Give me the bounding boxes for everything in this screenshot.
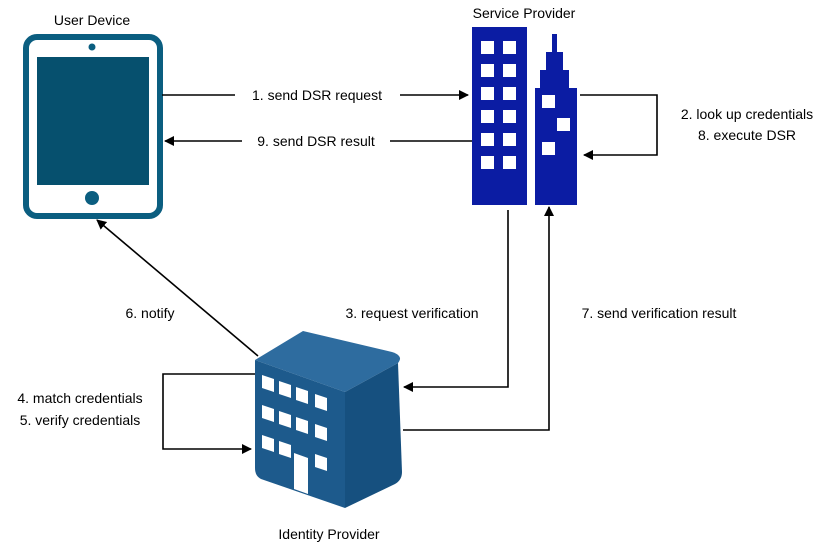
identity-provider-label: Identity Provider: [278, 526, 379, 542]
edge-label-notify: 6. notify: [125, 305, 174, 321]
identity-provider-node: Identity Provider: [255, 331, 402, 542]
user-device-node: User Device: [23, 12, 163, 219]
edge-request-verification: 3. request verification: [345, 210, 509, 392]
edge-send-dsr-result: 9. send DSR result: [164, 133, 472, 149]
edge-service-provider-self-loop: 2. look up credentials 8. execute DSR: [580, 94, 813, 160]
edge-label-send-verification-result: 7. send verification result: [582, 305, 737, 321]
edge-notify: 6. notify: [96, 219, 259, 357]
service-provider-label: Service Provider: [473, 5, 576, 21]
edge-label-verify-credentials: 5. verify credentials: [20, 412, 141, 428]
user-device-label: User Device: [54, 12, 130, 28]
service-provider-node: Service Provider: [472, 5, 577, 205]
edge-label-send-dsr-request: 1. send DSR request: [252, 87, 382, 103]
edge-send-dsr-request: 1. send DSR request: [162, 87, 469, 103]
edge-label-send-dsr-result: 9. send DSR result: [257, 133, 375, 149]
edge-identity-provider-self-loop: 4. match credentials 5. verify credentia…: [17, 373, 255, 454]
office-buildings-icon: [472, 27, 577, 205]
edge-label-look-up-credentials: 2. look up credentials: [681, 106, 813, 122]
edge-label-request-verification: 3. request verification: [345, 305, 478, 321]
edge-label-match-credentials: 4. match credentials: [17, 390, 142, 406]
edge-send-verification-result: 7. send verification result: [403, 206, 737, 431]
edge-label-execute-dsr: 8. execute DSR: [698, 127, 796, 143]
office-building-3d-icon: [255, 331, 402, 508]
tablet-icon: [23, 34, 163, 219]
